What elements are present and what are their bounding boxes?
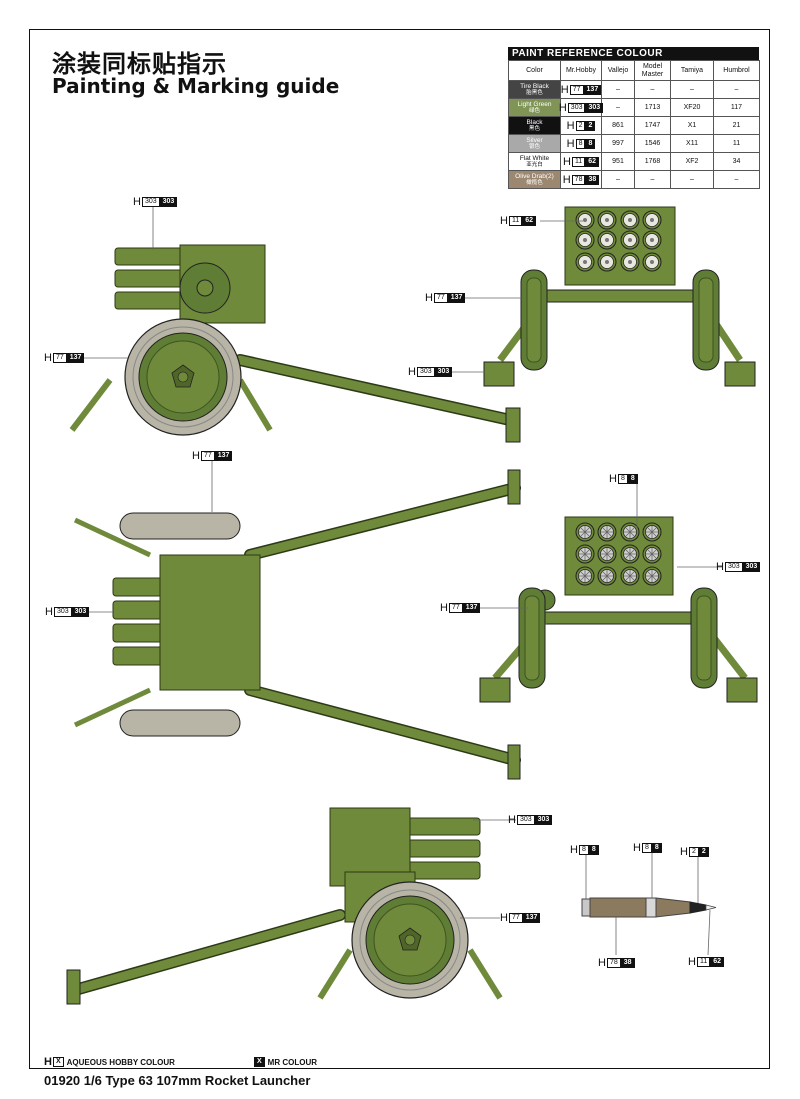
side-view-right	[69, 244, 521, 443]
title-chinese: 涂装同标贴指示	[52, 50, 227, 78]
paint-vallejo: –	[601, 170, 635, 189]
paint-table-title: PAINT REFERENCE COLOUR	[508, 47, 759, 60]
page-border	[29, 29, 770, 1069]
legend-mr: X MR COLOUR	[254, 1057, 317, 1067]
side-view-left	[66, 807, 503, 1005]
legend-aqueous-label: AQUEOUS HOBBY COLOUR	[66, 1057, 175, 1067]
front-view	[483, 206, 756, 387]
rear-view	[479, 516, 758, 703]
paint-humbrol: –	[713, 170, 760, 189]
paint-tamiya: –	[670, 170, 714, 189]
footer-product-line: 01920 1/6 Type 63 107mm Rocket Launcher	[44, 1073, 311, 1088]
title-english: Painting & Marking guide	[52, 74, 340, 98]
leader-lines	[82, 207, 722, 956]
legend-mr-label: MR COLOUR	[267, 1057, 317, 1067]
paint-swatch: Olive Drab(2)橄榄色	[508, 170, 561, 189]
top-view	[73, 469, 521, 780]
legend-aqueous-box: X	[52, 1057, 64, 1067]
legend-mr-box: X	[254, 1057, 265, 1067]
paint-reference-table: PAINT REFERENCE COLOUR Color Mr.Hobby Va…	[508, 47, 760, 189]
rocket-illustration	[581, 897, 717, 918]
